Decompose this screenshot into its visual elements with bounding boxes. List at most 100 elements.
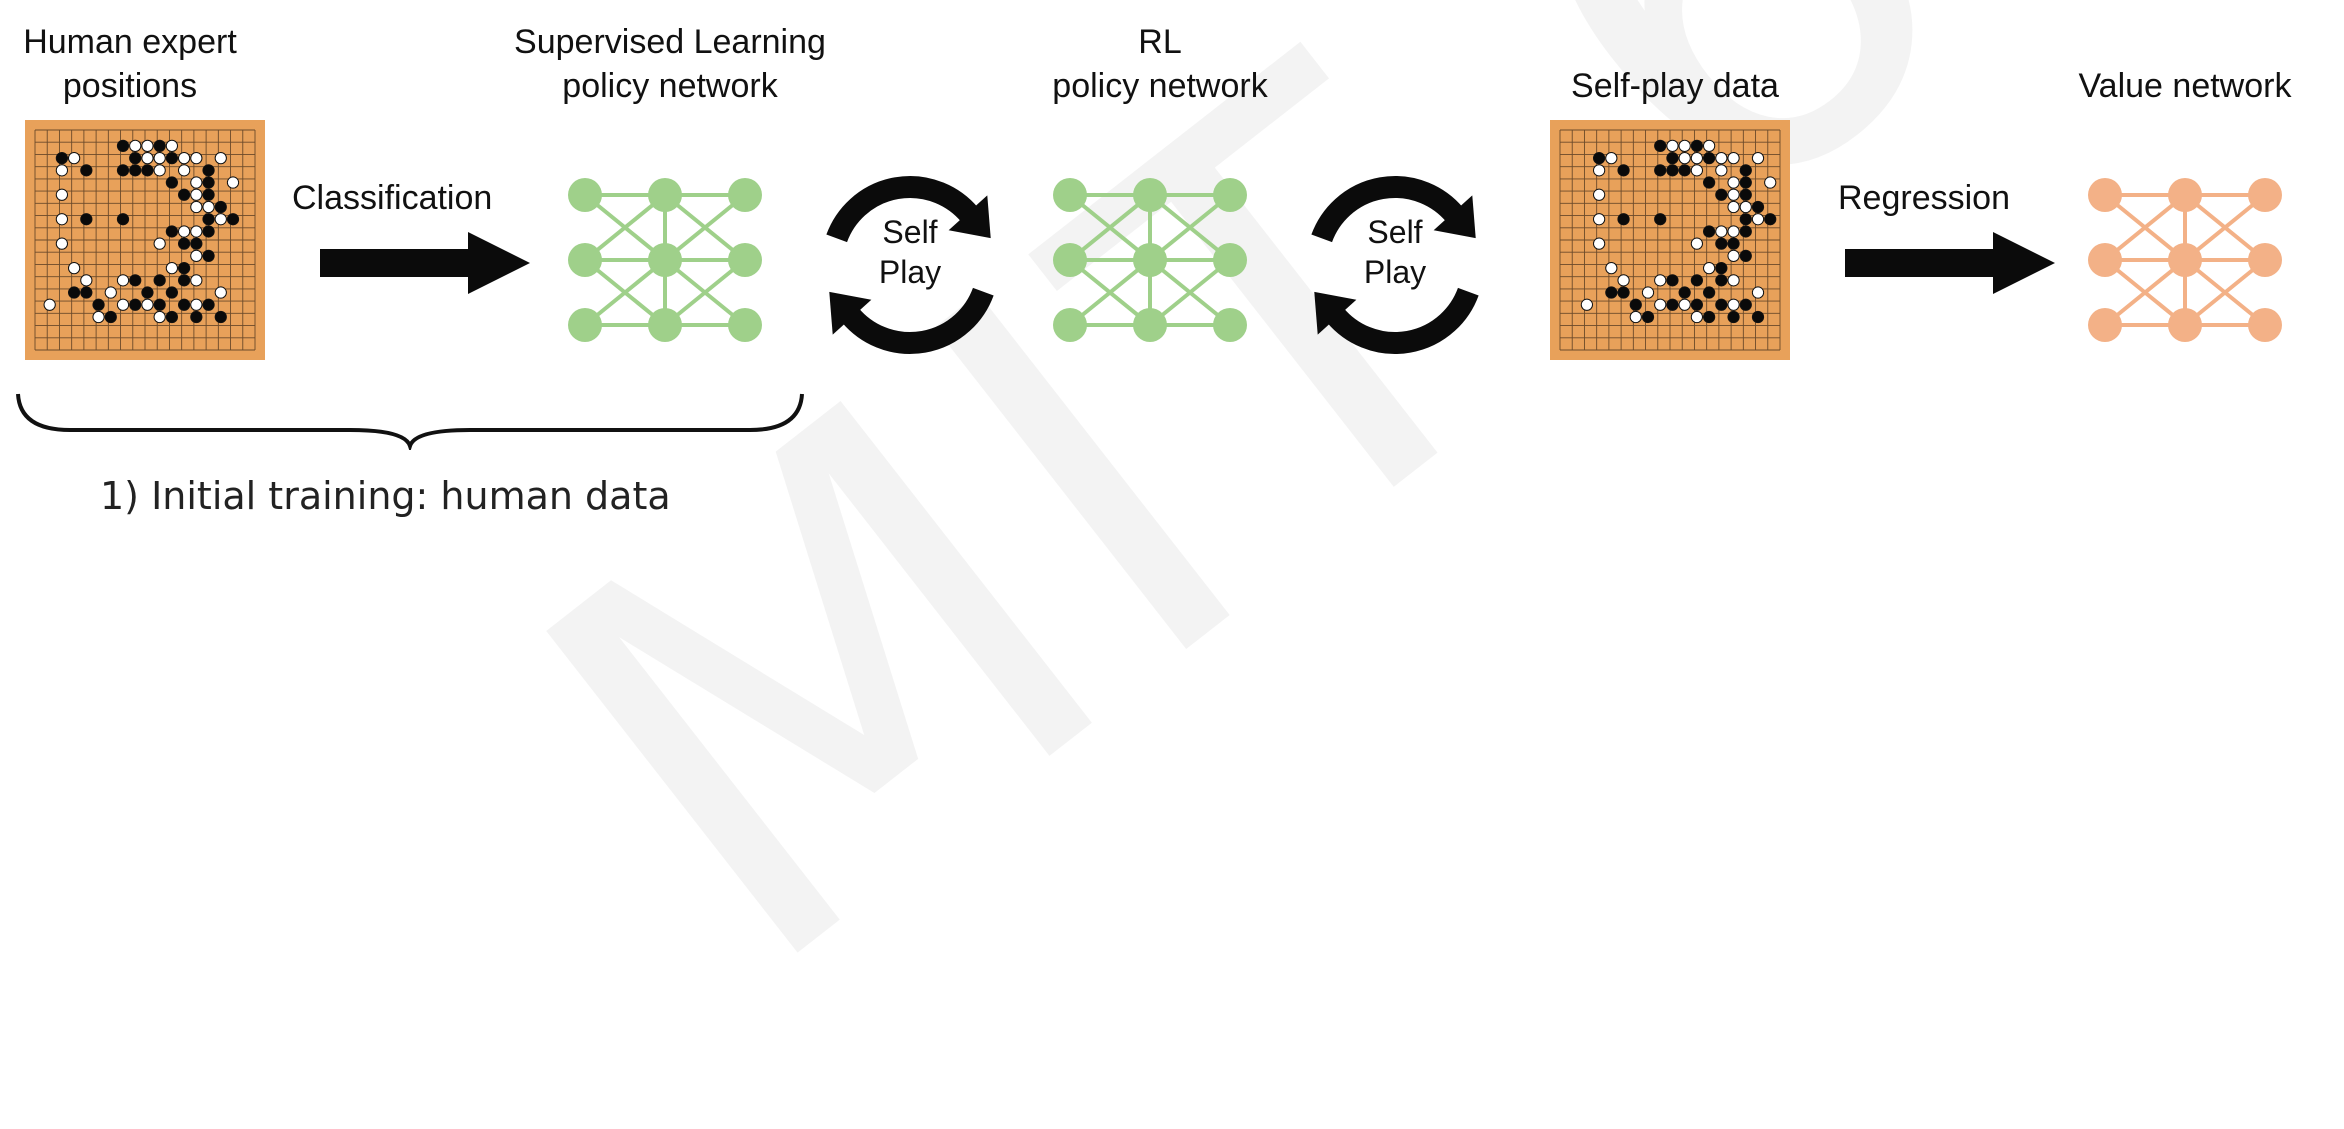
self-play-line: Play <box>878 254 942 290</box>
label-line: policy network <box>562 67 778 105</box>
black-stone <box>1715 188 1728 201</box>
white-stone <box>214 151 227 165</box>
black-stone <box>1690 139 1704 153</box>
network-node <box>648 178 682 212</box>
white-stone <box>1727 274 1740 287</box>
white-stone <box>55 213 69 226</box>
white-stone <box>177 151 191 165</box>
white-stone <box>1605 261 1618 275</box>
black-stone <box>1739 188 1752 201</box>
label-line: RL <box>1138 23 1182 61</box>
network-node <box>568 243 602 277</box>
label-line: positions <box>62 67 198 105</box>
initial-training-brace <box>16 393 804 450</box>
white-stone <box>1690 151 1704 165</box>
network-node <box>2248 308 2282 342</box>
white-stone <box>1678 298 1691 311</box>
white-stone <box>55 237 69 250</box>
black-stone <box>1666 164 1679 177</box>
rl-policy-network-icon <box>1053 178 1247 342</box>
black-stone <box>55 151 69 165</box>
network-node <box>728 308 762 342</box>
black-stone <box>1666 151 1679 165</box>
label-rl-policy-network: RL policy network <box>1000 20 1320 108</box>
white-stone <box>129 139 142 153</box>
black-stone <box>202 249 215 263</box>
black-stone <box>1739 164 1752 177</box>
white-stone <box>1715 225 1728 238</box>
white-stone <box>1727 151 1740 165</box>
black-stone <box>1617 213 1630 226</box>
white-stone <box>1727 249 1740 263</box>
network-node <box>728 178 762 212</box>
black-stone <box>1690 274 1704 287</box>
cycle-arc <box>1311 176 1464 243</box>
black-stone <box>153 274 166 287</box>
white-stone <box>190 225 203 238</box>
network-node <box>1053 308 1087 342</box>
black-stone <box>202 225 215 238</box>
white-stone <box>214 286 227 299</box>
self-play-line: Self <box>1367 214 1423 250</box>
white-stone <box>1727 188 1740 201</box>
network-node <box>2248 243 2282 277</box>
white-stone <box>55 188 69 201</box>
cycle-arc <box>841 287 994 354</box>
network-node <box>1133 178 1167 212</box>
network-edge <box>1148 258 1232 327</box>
black-stone <box>129 274 142 287</box>
white-stone <box>116 274 130 287</box>
white-stone <box>1690 310 1704 324</box>
white-stone <box>1666 139 1679 153</box>
white-stone <box>1751 151 1765 165</box>
network-edge <box>583 193 667 262</box>
black-stone <box>104 310 117 324</box>
edge-label-classification: Classification <box>292 179 493 217</box>
black-stone <box>1654 164 1667 177</box>
white-stone <box>1592 164 1606 177</box>
network-node <box>648 243 682 277</box>
white-stone <box>1702 139 1716 153</box>
white-stone <box>1605 151 1618 165</box>
self-play-label: Self Play <box>850 212 970 292</box>
white-stone <box>1654 298 1667 311</box>
white-stone <box>214 213 227 226</box>
black-stone <box>165 225 179 238</box>
white-stone <box>190 200 203 214</box>
white-stone <box>1641 286 1655 299</box>
black-stone <box>1678 286 1691 299</box>
network-edge <box>1148 193 1232 262</box>
white-stone <box>202 200 215 214</box>
white-stone <box>1702 261 1716 275</box>
white-stone <box>1739 200 1752 214</box>
label-line: Supervised Learning <box>514 23 826 61</box>
black-stone <box>1739 298 1752 311</box>
white-stone <box>116 298 130 311</box>
cycle-arc <box>1326 287 1479 354</box>
black-stone <box>1678 164 1691 177</box>
self-play-cycle-icon <box>826 176 994 354</box>
black-stone <box>165 286 179 299</box>
network-node <box>568 178 602 212</box>
network-edge <box>2183 258 2267 327</box>
black-stone <box>202 298 215 311</box>
black-stone <box>177 188 191 201</box>
black-stone <box>1702 225 1716 238</box>
black-stone <box>202 176 215 189</box>
label-self-play-data: Self-play data <box>1530 64 1820 108</box>
black-stone <box>1702 151 1716 165</box>
white-stone <box>1727 298 1740 311</box>
black-stone <box>129 298 142 311</box>
network-node <box>1133 308 1167 342</box>
white-stone <box>67 261 81 275</box>
white-stone <box>1690 237 1704 250</box>
black-stone <box>116 164 130 177</box>
self-play-label: Self Play <box>1335 212 1455 292</box>
go-board-graphic <box>1550 120 1790 360</box>
white-stone <box>190 176 203 189</box>
network-edge <box>1068 193 1152 262</box>
black-stone <box>214 200 227 214</box>
black-stone <box>1751 200 1765 214</box>
black-stone <box>1654 213 1667 226</box>
black-stone <box>177 237 191 250</box>
